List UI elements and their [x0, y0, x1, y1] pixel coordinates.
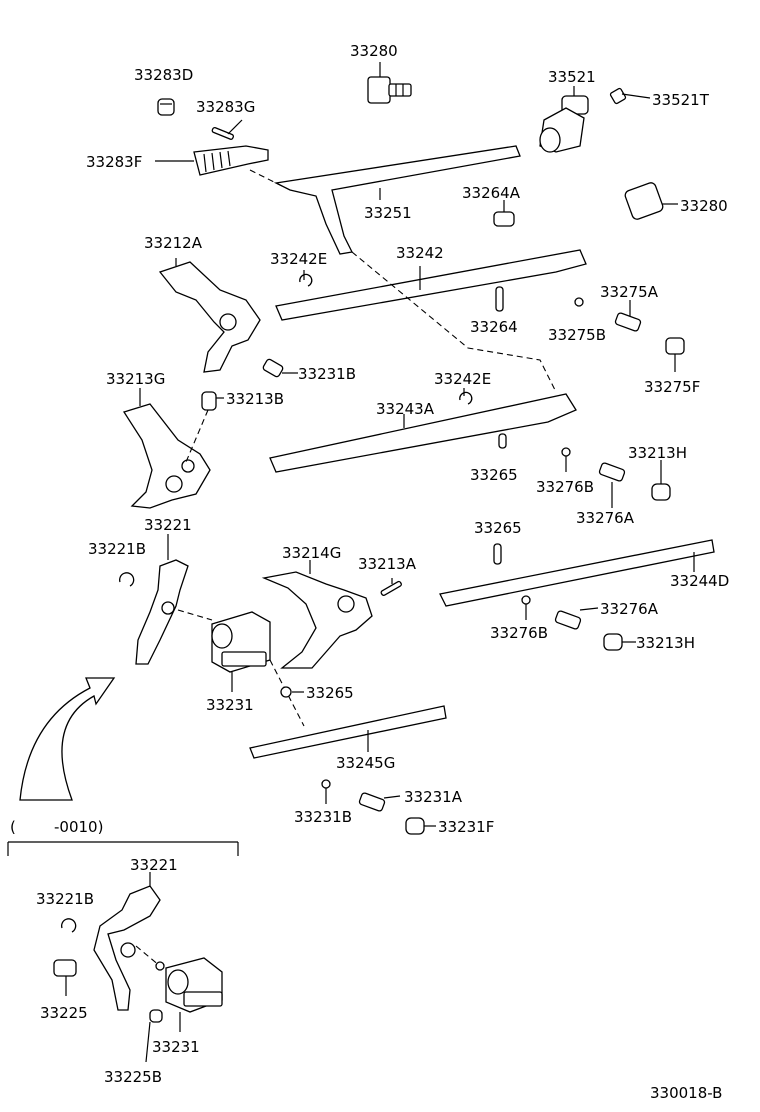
label-33265-b: 33265: [474, 519, 522, 537]
label-33280-right: 33280: [680, 197, 728, 215]
part-labels: 33283D 33280 33521 33521T 33283G 33283F …: [10, 42, 729, 1102]
label-33275B: 33275B: [548, 326, 606, 344]
part-33242-shift-shaft: [275, 249, 587, 321]
part-33521T-bolt: [609, 87, 651, 105]
part-33276B-ball-b: [521, 595, 531, 620]
label-33221B-b: 33221B: [36, 890, 94, 908]
part-33214G-shift-fork: [261, 560, 373, 669]
part-33264A-plug: [493, 200, 515, 227]
label-33221-a: 33221: [144, 516, 192, 534]
label-33264A: 33264A: [462, 184, 521, 202]
part-33231A-spring: [358, 792, 401, 812]
label-33283D: 33283D: [134, 66, 193, 84]
label-33214G: 33214G: [282, 544, 341, 562]
part-33231-shift-head-b: [155, 957, 223, 1032]
label-33242E-a: 33242E: [270, 250, 327, 268]
part-33213H-plug-a: [651, 460, 671, 501]
label-33251: 33251: [364, 204, 412, 222]
part-33283D-plug: [157, 98, 175, 116]
part-33264-pin: [495, 286, 504, 312]
part-33231B-ball-b: [321, 779, 331, 804]
part-33242E-clip-b: [459, 388, 473, 405]
part-33275A-spring: [614, 300, 642, 332]
label-33213G: 33213G: [106, 370, 165, 388]
part-33242E-clip-a: [299, 270, 313, 287]
label-33231F: 33231F: [438, 818, 494, 836]
label-33276B-b: 33276B: [490, 624, 548, 642]
label-33213B: 33213B: [226, 390, 284, 408]
label-33275A: 33275A: [600, 283, 659, 301]
label-33275F: 33275F: [644, 378, 700, 396]
part-33212A-shift-fork: [158, 258, 261, 373]
label-33245G: 33245G: [336, 754, 395, 772]
part-33221B-clip-a: [119, 572, 135, 587]
part-33213A-pin: [380, 578, 402, 597]
part-33280-bolt-top: [367, 62, 412, 104]
label-33276B-a: 33276B: [536, 478, 594, 496]
part-33521-bracket: [539, 86, 589, 153]
part-33231F-plug: [405, 817, 436, 835]
part-33265-pin-b: [493, 543, 502, 565]
label-33231A: 33231A: [404, 788, 463, 806]
part-33221B-clip-b: [61, 918, 77, 933]
part-33265-pin-c: [280, 686, 304, 698]
part-33243A-shift-shaft: [269, 251, 577, 473]
part-33213G-shift-fork: [122, 388, 211, 509]
label-33225: 33225: [40, 1004, 88, 1022]
part-33280-bolt-right: [624, 182, 678, 220]
part-33213H-plug-b: [603, 633, 636, 651]
part-33225-pivot: [53, 959, 77, 996]
part-33244D-shift-shaft: [439, 539, 715, 607]
label-33283F: 33283F: [86, 153, 142, 171]
part-33276B-ball-a: [561, 447, 571, 472]
label-33264: 33264: [470, 318, 518, 336]
part-33283G-pin: [211, 119, 243, 140]
label-33265-c: 33265: [306, 684, 354, 702]
label-33283G: 33283G: [196, 98, 255, 116]
part-33276A-spring-b: [554, 607, 599, 630]
label-33231B-b: 33231B: [294, 808, 352, 826]
part-33283F-bolt: [155, 145, 269, 176]
label-33521T: 33521T: [652, 91, 710, 109]
label-33521: 33521: [548, 68, 596, 86]
label-33221B-a: 33221B: [88, 540, 146, 558]
label-33213A: 33213A: [358, 555, 417, 573]
part-33265-pin-a: [498, 433, 507, 449]
part-33275F-plug: [665, 337, 685, 372]
label-33231-b: 33231: [152, 1038, 200, 1056]
label-33276A-a: 33276A: [576, 509, 635, 527]
label-33242E-b: 33242E: [434, 370, 491, 388]
label-33225B: 33225B: [104, 1068, 162, 1086]
label-inset-range: ( -0010): [10, 818, 103, 836]
label-33280-top: 33280: [350, 42, 398, 60]
label-33213H-b: 33213H: [636, 634, 695, 652]
part-33221-lever-b: [93, 872, 161, 1011]
label-33265-a: 33265: [470, 466, 518, 484]
part-33276A-spring-a: [598, 462, 626, 508]
part-33231-shift-head-a: [177, 609, 305, 727]
label-33231B-a: 33231B: [298, 365, 356, 383]
label-33213H-a: 33213H: [628, 444, 687, 462]
part-33231B-bolt-a: [262, 358, 298, 378]
part-33213B-bolt: [201, 391, 224, 411]
diagram-id-label: 330018-B: [650, 1084, 722, 1102]
label-33231-a: 33231: [206, 696, 254, 714]
label-33244D: 33244D: [670, 572, 729, 590]
inset-bracket-line: [7, 841, 239, 856]
assembly-direction-arrow: [19, 677, 116, 801]
label-33243A: 33243A: [376, 400, 435, 418]
label-33242: 33242: [396, 244, 444, 262]
label-33212A: 33212A: [144, 234, 203, 252]
label-33276A-b: 33276A: [600, 600, 659, 618]
label-33221-b: 33221: [130, 856, 178, 874]
part-33225B-clip: [145, 1009, 163, 1063]
part-33275B-ball: [574, 297, 584, 307]
part-33245G-shift-shaft: [249, 705, 447, 759]
part-33221-lever-a: [135, 534, 189, 665]
